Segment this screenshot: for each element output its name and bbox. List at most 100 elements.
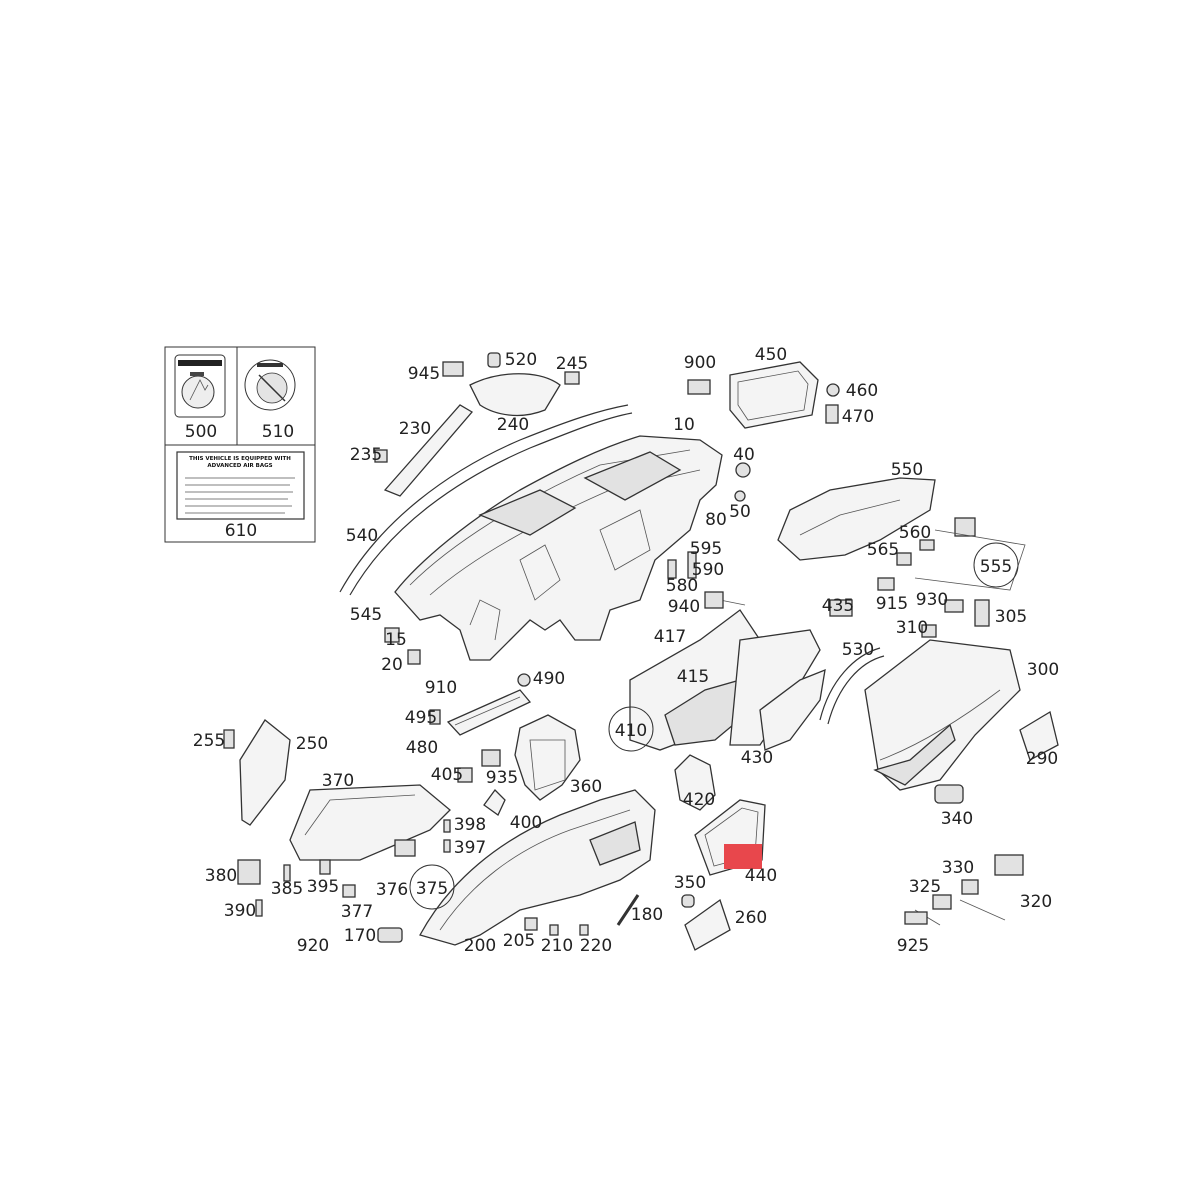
callout-305: 305 (995, 607, 1027, 627)
steering-column-cover (457, 714, 581, 816)
group-375-label: 375 (416, 879, 448, 899)
callout-205: 205 (503, 931, 535, 951)
callout-50: 50 (729, 502, 751, 522)
callout-325: 325 (909, 877, 941, 897)
callout-925: 925 (897, 936, 929, 956)
callout-350: 350 (674, 873, 706, 893)
group-410-label: 410 (615, 721, 647, 741)
callout-210: 210 (541, 936, 573, 956)
callout-397: 397 (454, 838, 486, 858)
central-display-unit (687, 361, 840, 429)
lower-dash-trim (419, 789, 656, 946)
callout-245: 245 (556, 354, 588, 374)
label-panel: THIS VEHICLE IS EQUIPPED WITH ADVANCED A… (164, 346, 316, 543)
callout-20: 20 (381, 655, 403, 675)
lower-left-panel (237, 784, 451, 943)
callout-520: 520 (505, 350, 537, 370)
right-upper-trim (777, 477, 1026, 591)
callout-80: 80 (705, 510, 727, 530)
glove-box (819, 599, 1059, 804)
callout-530: 530 (842, 640, 874, 660)
callout-377: 377 (341, 902, 373, 922)
callout-260: 260 (735, 908, 767, 928)
clip-15 (384, 627, 400, 643)
callout-40: 40 (733, 445, 755, 465)
callout-400: 400 (510, 813, 542, 833)
callout-550: 550 (891, 460, 923, 480)
callout-300: 300 (1027, 660, 1059, 680)
callout-417: 417 (654, 627, 686, 647)
callout-15: 15 (385, 630, 407, 650)
screw-590 (687, 551, 697, 579)
label-610-line-1: THIS VEHICLE IS EQUIPPED WITH (189, 456, 291, 462)
callout-398: 398 (454, 815, 486, 835)
switch-group (904, 854, 1024, 926)
lower-vent-bar (429, 673, 532, 736)
callout-385: 385 (271, 879, 303, 899)
circled-group-375: 375 (409, 864, 455, 910)
clip-245 (564, 371, 580, 385)
callout-360: 360 (570, 777, 602, 797)
callout-915: 915 (876, 594, 908, 614)
callout-405: 405 (431, 765, 463, 785)
callout-560: 560 (899, 523, 931, 543)
callout-395: 395 (307, 877, 339, 897)
callout-910: 910 (425, 678, 457, 698)
callout-920: 920 (297, 936, 329, 956)
clip-20 (407, 649, 421, 665)
callout-240: 240 (497, 415, 529, 435)
circled-group-410: 410 (608, 706, 654, 752)
callout-380: 380 (205, 866, 237, 886)
screw-580 (667, 559, 677, 579)
advanced-airbag-label: THIS VEHICLE IS EQUIPPED WITH ADVANCED A… (176, 451, 305, 520)
label-box-610: 610 (225, 521, 257, 541)
callout-460: 460 (846, 381, 878, 401)
label-box-510: 510 (262, 422, 294, 442)
callout-580: 580 (666, 576, 698, 596)
callout-495: 495 (405, 708, 437, 728)
callout-340: 340 (941, 809, 973, 829)
callout-370: 370 (322, 771, 354, 791)
callout-415: 415 (677, 667, 709, 687)
highlighted-part-440 (724, 844, 762, 869)
label-box-500: 500 (185, 422, 217, 442)
callout-565: 565 (867, 540, 899, 560)
callout-490: 490 (533, 669, 565, 689)
group-555-label: 555 (980, 557, 1012, 577)
center-cover (469, 373, 561, 417)
side-end-panel (223, 719, 291, 826)
dashboard-carrier (394, 435, 723, 661)
child-seat-warning-label (244, 359, 296, 411)
callout-545: 545 (350, 605, 382, 625)
callout-330: 330 (942, 858, 974, 878)
callout-170: 170 (344, 926, 376, 946)
callout-590: 590 (692, 560, 724, 580)
center-trim-frame (674, 754, 766, 951)
callout-320: 320 (1020, 892, 1052, 912)
circled-group-555: 555 (973, 542, 1019, 588)
clip-520 (487, 352, 501, 368)
callout-420: 420 (683, 790, 715, 810)
callout-310: 310 (896, 618, 928, 638)
center-console-panels (629, 591, 826, 751)
screw-40 (735, 462, 751, 478)
label-610-line-2: ADVANCED AIR BAGS (207, 463, 272, 469)
callout-430: 430 (741, 748, 773, 768)
callout-390: 390 (224, 901, 256, 921)
callout-480: 480 (406, 738, 438, 758)
callout-900: 900 (684, 353, 716, 373)
callout-935: 935 (486, 768, 518, 788)
callout-235: 235 (350, 445, 382, 465)
callout-930: 930 (916, 590, 948, 610)
callout-450: 450 (755, 345, 787, 365)
callout-200: 200 (464, 936, 496, 956)
callout-10: 10 (673, 415, 695, 435)
callout-290: 290 (1026, 749, 1058, 769)
defroster-vent-strip (383, 404, 474, 497)
callout-945: 945 (408, 364, 440, 384)
clip-945 (442, 361, 464, 377)
screw-50 (734, 490, 746, 502)
callout-540: 540 (346, 526, 378, 546)
callout-440: 440 (745, 866, 777, 886)
